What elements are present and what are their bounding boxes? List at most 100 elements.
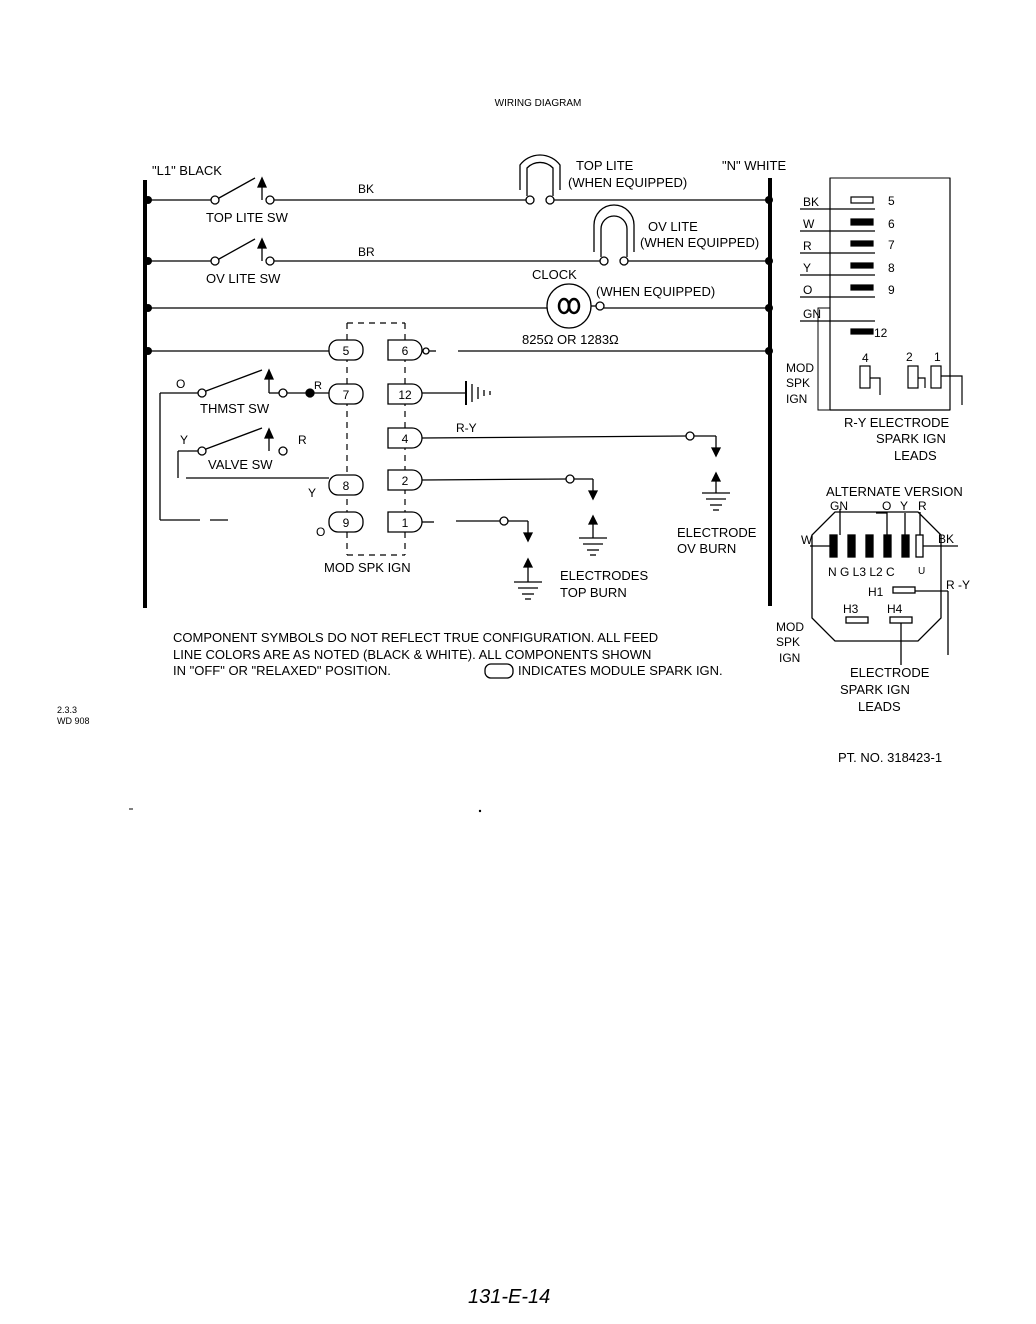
top-burn-label-1: ELECTRODES bbox=[560, 568, 648, 583]
alt-title: ALTERNATE VERSION bbox=[826, 484, 963, 499]
terminal-2: 2 bbox=[402, 474, 409, 488]
wire-ry-label: R-Y bbox=[456, 421, 477, 435]
l1-label: "L1" BLACK bbox=[152, 163, 222, 178]
alt-y: Y bbox=[900, 499, 908, 513]
ov-lite-circuit bbox=[148, 204, 769, 266]
conn-pin-5: 5 bbox=[888, 194, 895, 208]
top-lite-label: TOP LITE bbox=[576, 158, 634, 173]
module-symbol-key bbox=[484, 663, 514, 679]
alt-h1: H1 bbox=[868, 585, 884, 599]
note-line-3: IN "OFF" OR "RELAXED" POSITION. bbox=[173, 663, 391, 678]
conn-side-spk: SPK bbox=[786, 376, 810, 390]
conn-pin-1: 1 bbox=[934, 350, 941, 364]
conn-leads-3: LEADS bbox=[894, 448, 937, 463]
conn-pin-2: 2 bbox=[906, 350, 913, 364]
terminal-4: 4 bbox=[402, 432, 409, 446]
module-feed-wires bbox=[148, 347, 769, 355]
conn-side-ign: IGN bbox=[786, 392, 807, 406]
n-label: "N" WHITE bbox=[722, 158, 786, 173]
conn-wire-y: Y bbox=[803, 261, 811, 275]
ov-lite-note: (WHEN EQUIPPED) bbox=[640, 235, 759, 250]
conn-wire-o: O bbox=[803, 283, 812, 297]
ov-burn-electrode bbox=[421, 431, 730, 511]
connector-panel bbox=[800, 177, 963, 411]
alt-connector bbox=[810, 509, 958, 665]
footer-code-1: 2.3.3 bbox=[57, 705, 77, 715]
conn-leads-2: SPARK IGN bbox=[876, 431, 946, 446]
wire-bk-label: BK bbox=[358, 182, 374, 196]
terminal-6: 6 bbox=[402, 344, 409, 358]
alt-r: R bbox=[918, 499, 927, 513]
note-line-1: COMPONENT SYMBOLS DO NOT REFLECT TRUE CO… bbox=[173, 630, 658, 645]
ov-lite-label: OV LITE bbox=[648, 219, 698, 234]
top-burn-electrode-a bbox=[421, 474, 607, 556]
conn-wire-gn: GN bbox=[803, 307, 821, 321]
diagram-title: WIRING DIAGRAM bbox=[495, 98, 582, 109]
note-line-2: LINE COLORS ARE AS NOTED (BLACK & WHITE)… bbox=[173, 647, 651, 662]
note-indicates: INDICATES MODULE SPARK IGN. bbox=[518, 663, 723, 678]
part-number: PT. NO. 318423-1 bbox=[838, 750, 942, 765]
wire-o-label: O bbox=[176, 377, 185, 391]
power-rails bbox=[143, 178, 772, 608]
alt-h3: H3 bbox=[843, 602, 859, 616]
terminal-5: 5 bbox=[343, 344, 350, 358]
terminal-7: 7 bbox=[343, 388, 350, 402]
conn-pin-4: 4 bbox=[862, 351, 869, 365]
chassis-ground bbox=[422, 381, 491, 405]
clock-note: (WHEN EQUIPPED) bbox=[596, 284, 715, 299]
handwritten-code: 131-E-14 bbox=[468, 1286, 550, 1308]
alt-pins-row: N G L3 L2 C bbox=[828, 565, 895, 579]
alt-leads-1: ELECTRODE bbox=[850, 665, 930, 680]
alt-h4: H4 bbox=[887, 602, 903, 616]
conn-side-mod: MOD bbox=[786, 361, 814, 375]
conn-pin-9: 9 bbox=[888, 283, 895, 297]
top-burn-label-2: TOP BURN bbox=[560, 585, 627, 600]
terminal-1: 1 bbox=[402, 516, 409, 530]
valve-switch bbox=[177, 427, 329, 479]
conn-leads-1: R-Y ELECTRODE bbox=[844, 415, 950, 430]
top-lite-note: (WHEN EQUIPPED) bbox=[568, 175, 687, 190]
valve-sw-label: VALVE SW bbox=[208, 457, 273, 472]
wire-y-label-2: Y bbox=[308, 486, 316, 500]
ov-burn-label-1: ELECTRODE bbox=[677, 525, 757, 540]
ov-lite-sw-label: OV LITE SW bbox=[206, 271, 281, 286]
alt-side-spk: SPK bbox=[776, 635, 800, 649]
terminal-9: 9 bbox=[343, 516, 350, 530]
clock-circuit bbox=[148, 283, 769, 329]
top-burn-electrode-b bbox=[422, 516, 542, 600]
thmst-sw-label: THMST SW bbox=[200, 401, 270, 416]
alt-o: O bbox=[882, 499, 891, 513]
conn-pin-8: 8 bbox=[888, 261, 895, 275]
scan-mark bbox=[478, 809, 482, 813]
alt-gn: GN bbox=[830, 499, 848, 513]
alt-leads-2: SPARK IGN bbox=[840, 682, 910, 697]
wire-o-label-2: O bbox=[316, 525, 325, 539]
alt-leads-3: LEADS bbox=[858, 699, 901, 714]
module-terminals bbox=[328, 339, 423, 533]
alt-bk: BK bbox=[938, 532, 954, 546]
conn-pin-12: 12 bbox=[874, 326, 888, 340]
conn-wire-r: R bbox=[803, 239, 812, 253]
terminal-8: 8 bbox=[343, 479, 350, 493]
thmst-switch bbox=[159, 368, 329, 521]
wire-r-label-2: R bbox=[298, 433, 307, 447]
clock-label: CLOCK bbox=[532, 267, 577, 282]
clock-resistance: 825Ω OR 1283Ω bbox=[522, 332, 619, 347]
ov-burn-label-2: OV BURN bbox=[677, 541, 736, 556]
conn-wire-bk: BK bbox=[803, 195, 819, 209]
alt-side-ign: IGN bbox=[779, 651, 800, 665]
conn-wire-w: W bbox=[803, 217, 815, 231]
terminal-12: 12 bbox=[398, 388, 412, 402]
alt-pin-u: U bbox=[918, 566, 925, 577]
conn-pin-6: 6 bbox=[888, 217, 895, 231]
top-lite-sw-label: TOP LITE SW bbox=[206, 210, 289, 225]
conn-pin-7: 7 bbox=[888, 238, 895, 252]
alt-ry: R -Y bbox=[946, 578, 970, 592]
alt-w: W bbox=[801, 533, 813, 547]
alt-side-mod: MOD bbox=[776, 620, 804, 634]
module-label: MOD SPK IGN bbox=[324, 560, 411, 575]
wire-br-label: BR bbox=[358, 245, 375, 259]
wire-y-label-1: Y bbox=[180, 433, 188, 447]
top-lite-circuit bbox=[148, 154, 769, 205]
